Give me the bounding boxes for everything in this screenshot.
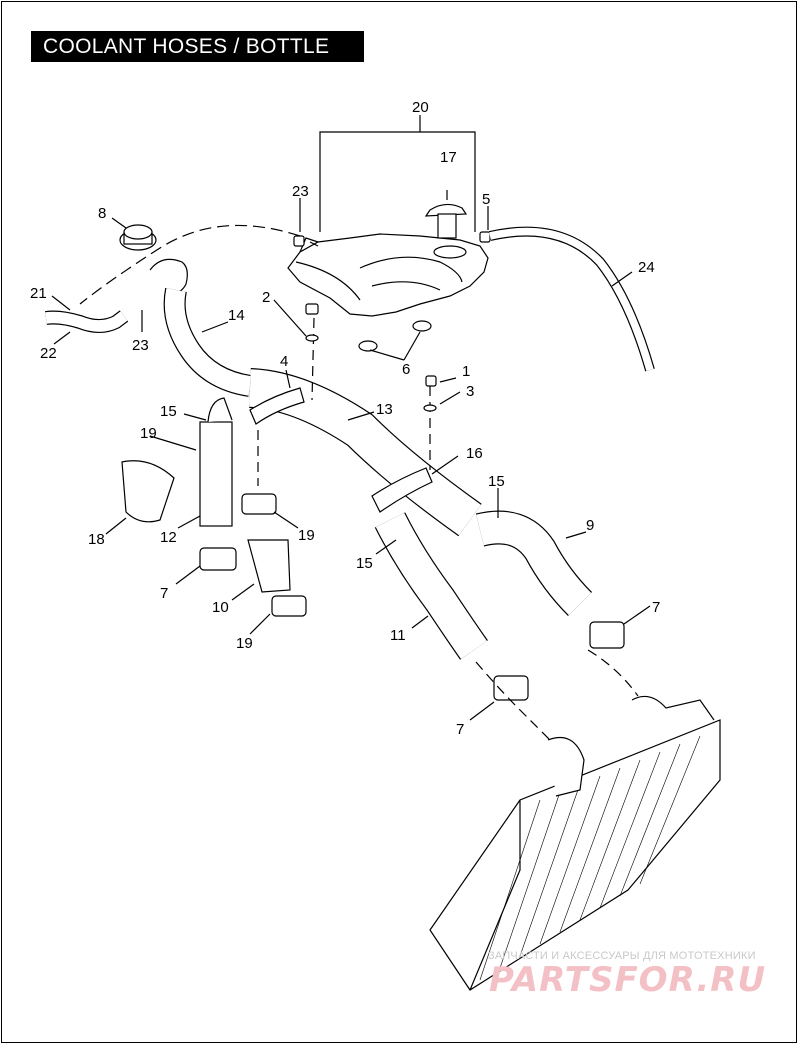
- radiator-cap-8: [111, 217, 157, 251]
- hose-10: [247, 539, 291, 593]
- washer-3: [423, 404, 437, 412]
- clamp-7b: [589, 621, 625, 649]
- screw-1: [425, 375, 437, 387]
- callout-18: 18: [88, 531, 105, 548]
- callout-19b: 19: [298, 527, 315, 544]
- callout-7c: 7: [456, 721, 464, 738]
- overflow-line: [79, 224, 301, 305]
- callout-10: 10: [212, 599, 229, 616]
- elbow-18: [121, 460, 175, 523]
- clamp-5: [479, 231, 491, 243]
- callout-7a: 7: [160, 585, 168, 602]
- bracket-20: [319, 131, 476, 232]
- callout-24: 24: [638, 259, 655, 276]
- clamp-16: [371, 467, 433, 513]
- callout-14: 14: [228, 307, 245, 324]
- clamp-4: [249, 387, 305, 425]
- callout-1: 1: [462, 363, 470, 380]
- grommet-6a: [358, 340, 378, 352]
- callout-15c: 15: [488, 473, 505, 490]
- callout-5: 5: [482, 191, 490, 208]
- callout-8: 8: [98, 205, 106, 222]
- callout-15a: 15: [160, 403, 177, 420]
- callout-23: 23: [292, 183, 309, 200]
- callout-19c: 19: [236, 635, 253, 652]
- callout-6: 6: [402, 361, 410, 378]
- callout-4: 4: [280, 353, 288, 370]
- callout-17: 17: [440, 149, 457, 166]
- screw-2: [305, 303, 319, 315]
- callout-21: 21: [30, 285, 47, 302]
- callout-12: 12: [160, 529, 177, 546]
- callout-16: 16: [466, 445, 483, 462]
- coolant-bottle: [287, 233, 489, 317]
- page-title: COOLANT HOSES / BOTTLE: [31, 31, 364, 62]
- bottle-cap-17: [424, 190, 468, 239]
- callout-7b: 7: [652, 599, 660, 616]
- clamp-7a: [199, 547, 237, 571]
- clamp-19b: [271, 595, 307, 617]
- callout-2: 2: [262, 289, 270, 306]
- clamp-19a: [241, 493, 277, 515]
- clamp-23a: [293, 235, 305, 247]
- callout-3: 3: [466, 383, 474, 400]
- watermark-logo: PARTSFOR.RU: [489, 960, 767, 1000]
- callout-15b: 15: [356, 555, 373, 572]
- callout-9: 9: [586, 517, 594, 534]
- watermark-caption: ЗАПЧАСТИ И АКСЕССУАРЫ ДЛЯ МОТОТЕХНИКИ: [488, 950, 756, 962]
- callout-20: 20: [412, 99, 429, 116]
- grommet-6b: [412, 320, 432, 332]
- pipe-12: [199, 421, 233, 527]
- callout-13: 13: [376, 401, 393, 418]
- callout-11: 11: [390, 627, 406, 644]
- callout-19a: 19: [140, 425, 157, 442]
- callout-23b: 23: [132, 337, 149, 354]
- washer-2: [305, 334, 319, 342]
- radiator: [429, 695, 721, 991]
- callout-22: 22: [40, 345, 57, 362]
